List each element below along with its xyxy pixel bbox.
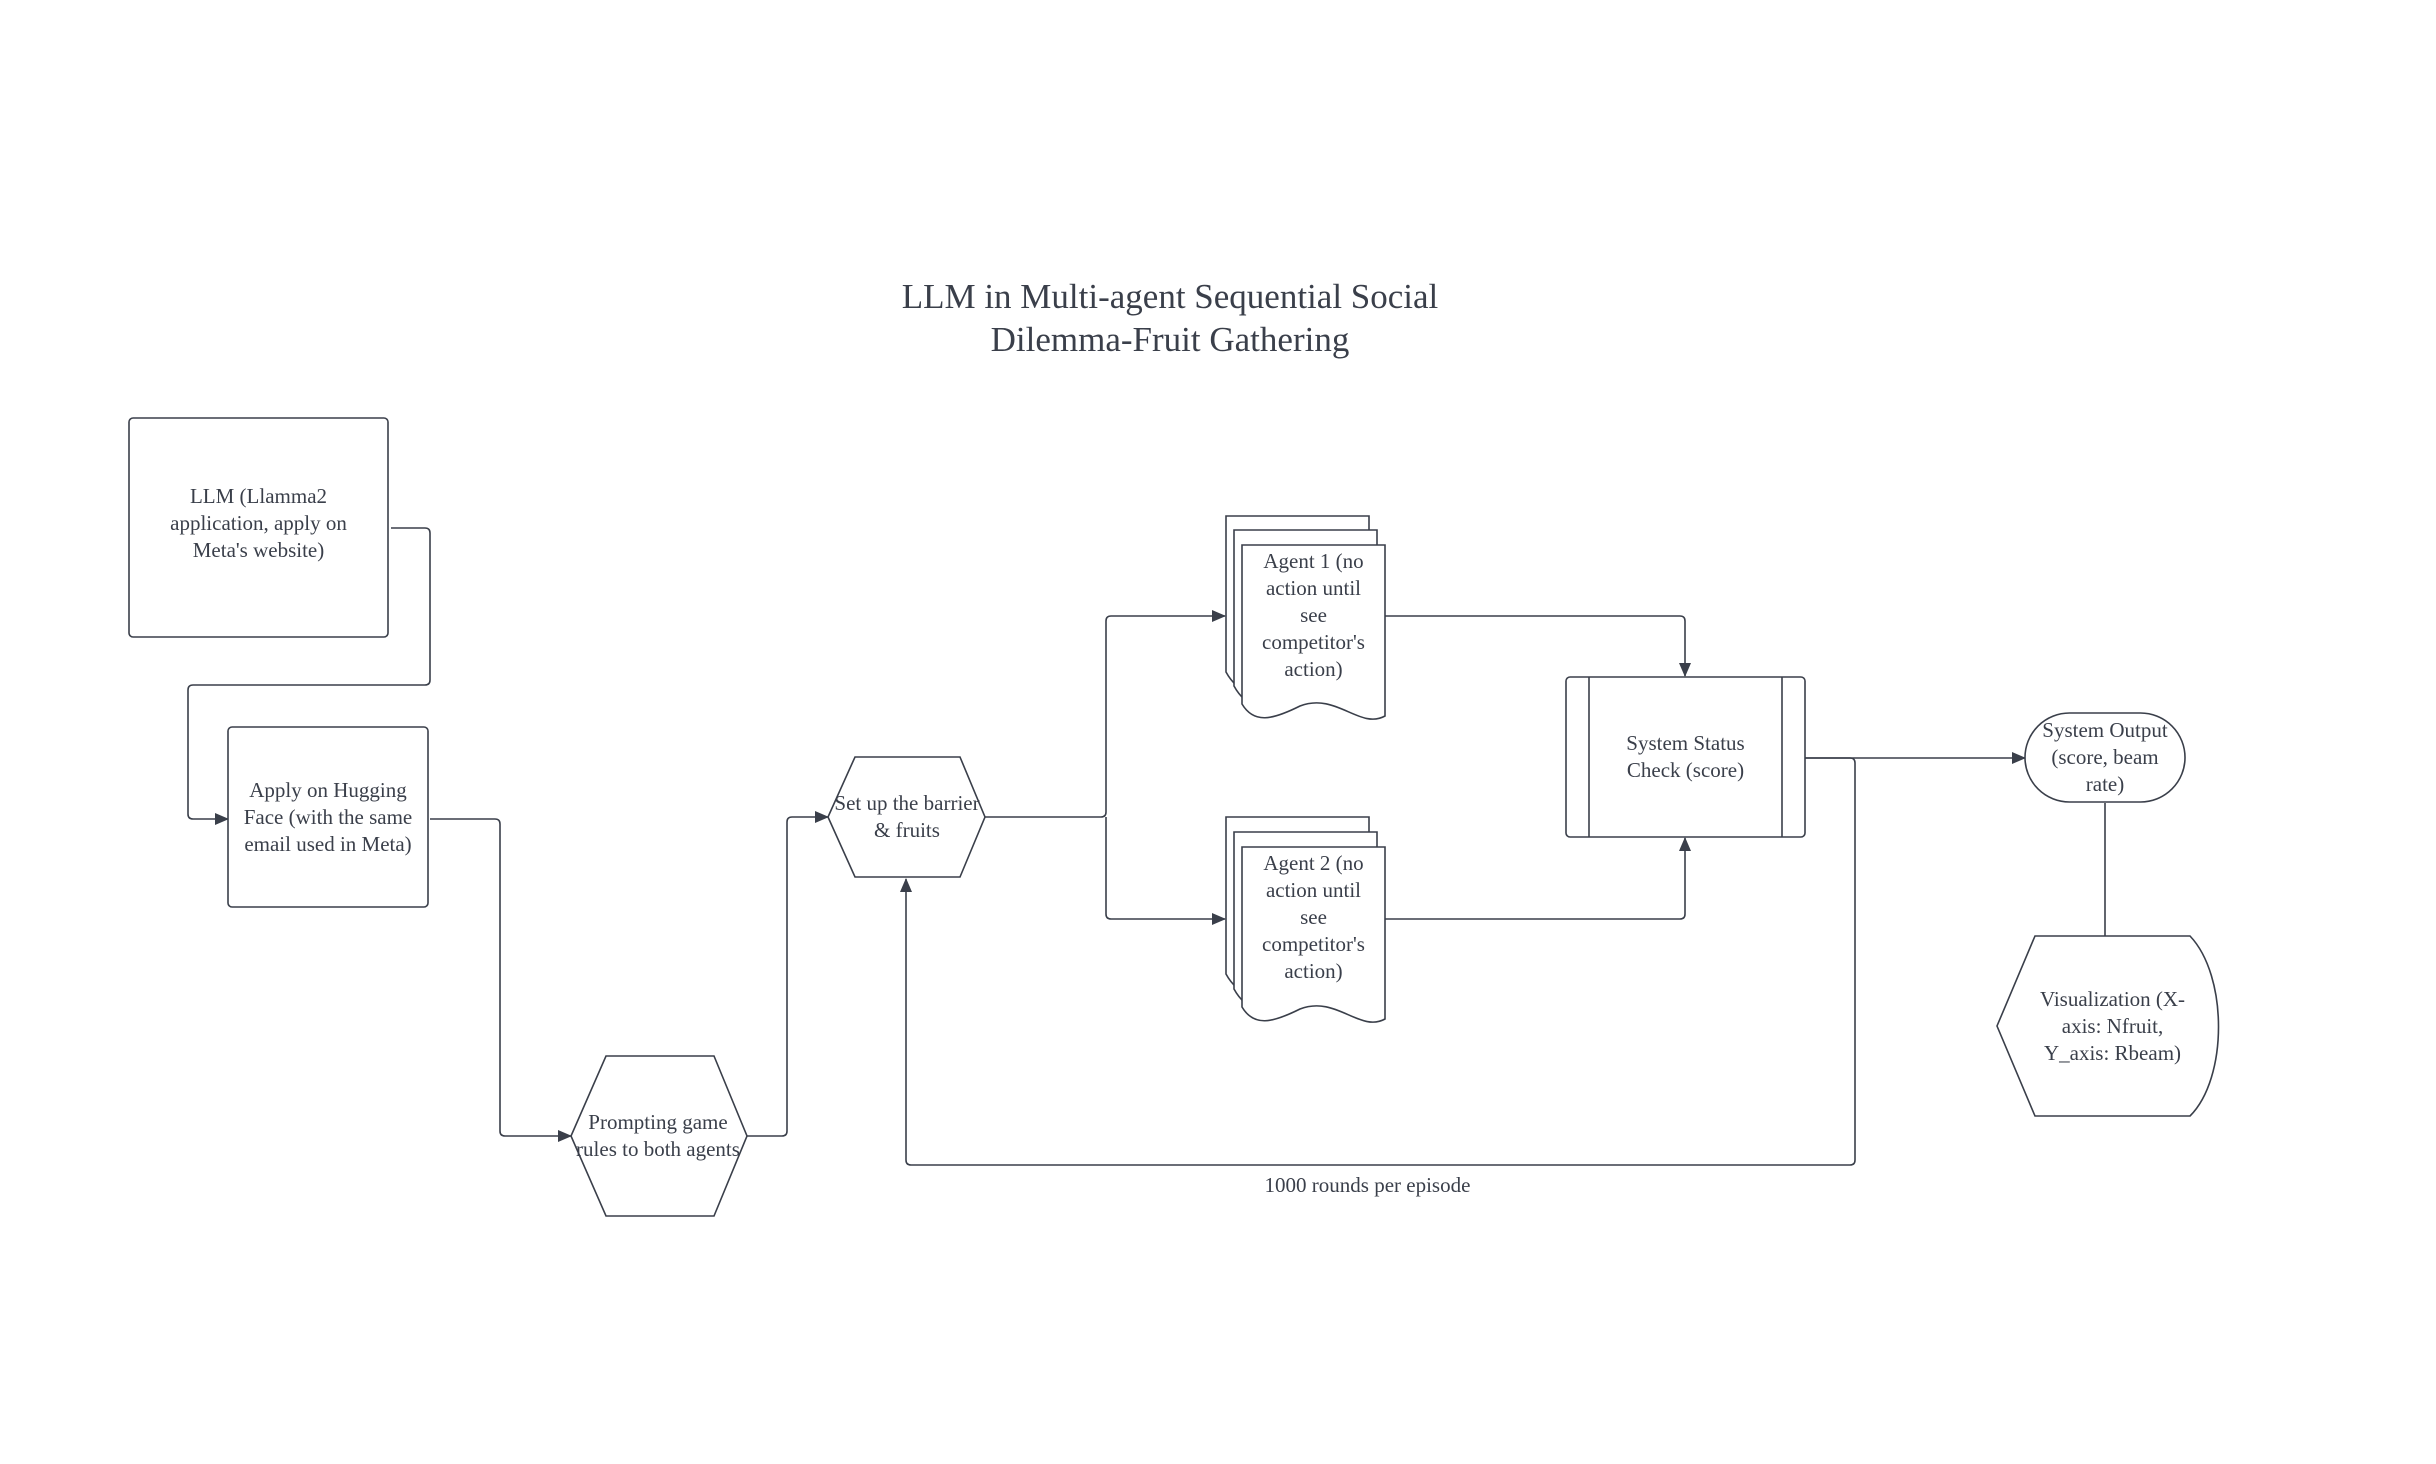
connector-agent2-to-status xyxy=(1385,837,1691,920)
agent2-node-label: Agent 2 (no action until see competitor'… xyxy=(1262,850,1365,983)
visualization-node-shape xyxy=(1996,935,2220,1117)
agent1-node-shape xyxy=(1225,515,1386,720)
llm-node-label: LLM (Llamma2 application, apply on Meta'… xyxy=(170,483,347,562)
hugging-face-node-label: Apply on Hugging Face (with the same ema… xyxy=(243,777,413,856)
diagram-title: LLM in Multi-agent Sequential Social Dil… xyxy=(800,275,1540,361)
connector-loop-back-to-setup xyxy=(900,757,1856,1166)
connector-prompting-to-setup xyxy=(747,811,829,1137)
connector-hugging-face-to-prompting xyxy=(430,818,572,1142)
llm-node-shape xyxy=(128,417,389,638)
title-line-1: LLM in Multi-agent Sequential Social xyxy=(901,277,1439,316)
output-node-label: System Output (score, beam rate) xyxy=(2042,718,2168,796)
visualization-node-label: Visualization (X-axis: Nfruit, Y_axis: R… xyxy=(2039,986,2186,1065)
output-node-shape xyxy=(2024,712,2186,803)
status-check-node-label: System Status Check (score) xyxy=(1626,731,1745,782)
connector-agent1-to-status xyxy=(1385,615,1691,677)
hugging-face-node-shape xyxy=(227,726,429,908)
connector-setup-to-agent1 xyxy=(985,610,1226,818)
prompting-node-label: Prompting game rules to both agents xyxy=(576,1110,740,1161)
status-check-node-shape xyxy=(1565,676,1806,838)
title-line-2: Dilemma-Fruit Gathering xyxy=(990,320,1350,359)
setup-node-label: Set up the barrier & fruits xyxy=(834,791,980,842)
connector-llm-to-hugging-face xyxy=(187,527,431,825)
prompting-node-shape xyxy=(570,1055,748,1217)
connector-setup-to-agent2 xyxy=(1105,817,1226,925)
setup-node-shape xyxy=(827,756,986,878)
agent1-node-label: Agent 1 (no action until see competitor'… xyxy=(1262,548,1365,681)
loop-label: 1000 rounds per episode xyxy=(1264,1172,1471,1197)
agent2-node-shape xyxy=(1225,816,1386,1023)
